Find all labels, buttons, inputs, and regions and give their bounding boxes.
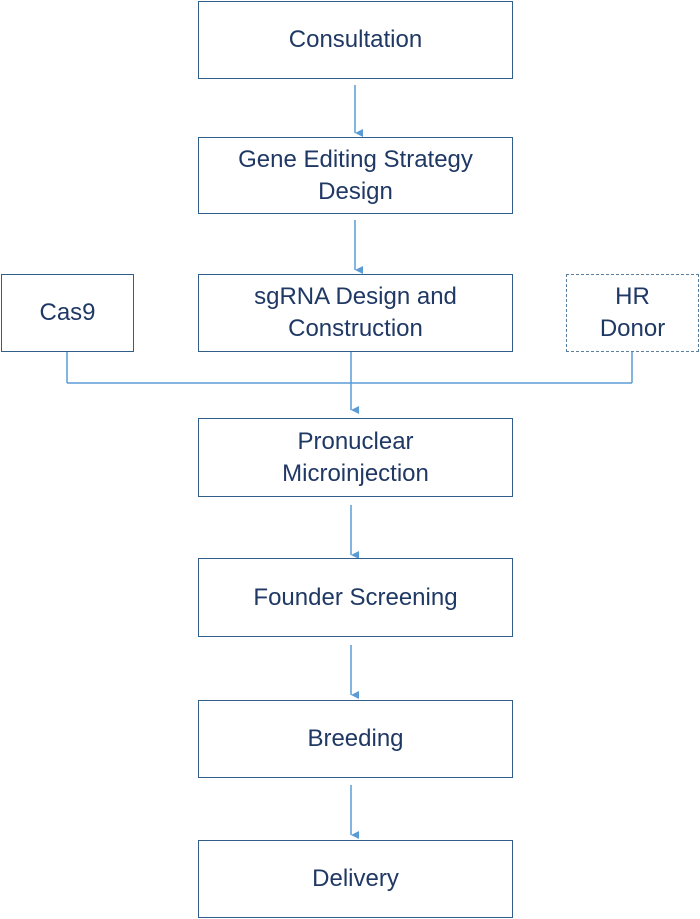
node-breeding: Breeding [198,700,513,778]
node-cas9: Cas9 [1,274,134,352]
node-cas9-label: Cas9 [39,299,96,326]
node-consultation: Consultation [198,1,513,79]
node-hr-donor: HR Donor [566,274,699,352]
node-hr-donor-label: HR Donor [599,283,666,342]
node-sgrna-design-construction: sgRNA Design and Construction [198,274,513,352]
node-gene-editing-strategy-design: Gene Editing Strategy Design [198,137,513,214]
node-breeding-label: Breeding [307,725,404,752]
node-founder-screening: Founder Screening [198,558,513,637]
node-sgrna-design-construction-label: sgRNA Design and Construction [254,283,457,342]
node-consultation-label: Consultation [288,26,423,53]
node-delivery: Delivery [198,840,513,918]
node-pronuclear-microinjection-label: Pronuclear Microinjection [282,427,429,487]
node-founder-screening-label: Founder Screening [253,583,458,611]
node-gene-editing-strategy-design-label: Gene Editing Strategy Design [238,145,473,205]
node-delivery-label: Delivery [312,865,399,892]
node-pronuclear-microinjection: Pronuclear Microinjection [198,418,513,497]
